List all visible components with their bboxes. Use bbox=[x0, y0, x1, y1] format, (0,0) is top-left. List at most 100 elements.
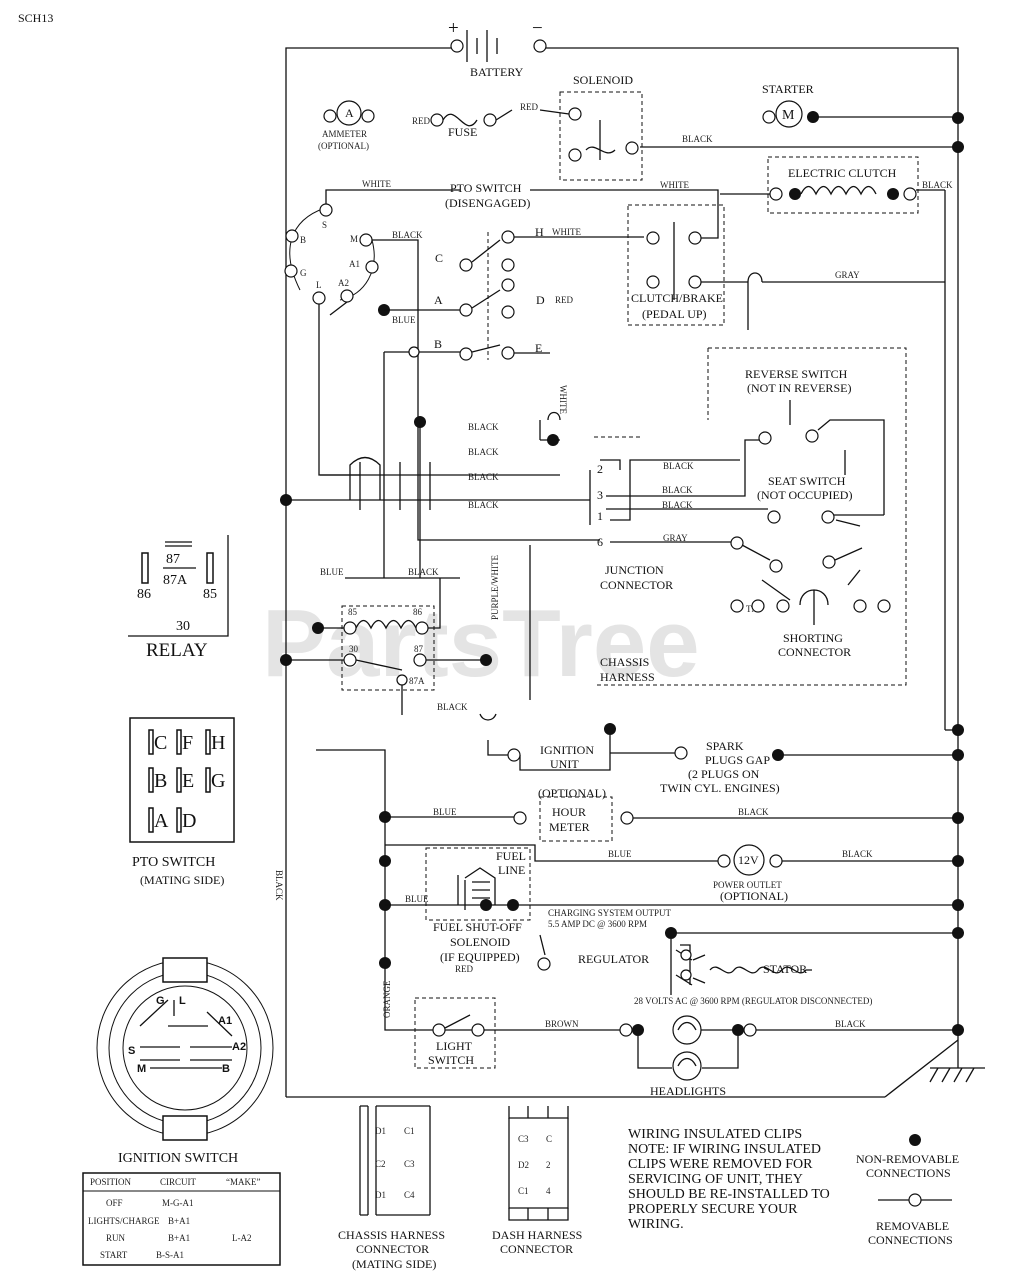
junction-wire-black-a: BLACK bbox=[662, 485, 693, 495]
fuel-wire-blue: BLUE bbox=[405, 894, 429, 904]
ignition-connector: B S M A1 G L A2 WHITE BLACK bbox=[284, 179, 600, 541]
chassis-conn-label: CHASSIS HARNESS bbox=[338, 1228, 445, 1242]
ignition-unit-label2: UNIT bbox=[550, 757, 579, 771]
pto-switch-state: (DISENGAGED) bbox=[445, 196, 530, 210]
main-wires bbox=[285, 47, 985, 1098]
fuse-wire-red: RED bbox=[412, 116, 431, 126]
ign-term-s: S bbox=[322, 220, 327, 230]
junction-wire-black-b: BLACK bbox=[662, 500, 693, 510]
note-line-5: SHOULD BE RE-INSTALLED TO bbox=[628, 1187, 830, 1202]
pto-wire-blue: BLUE bbox=[392, 315, 416, 325]
stator-spec: 28 VOLTS AC @ 3600 RPM (REGULATOR DISCON… bbox=[634, 996, 872, 1006]
legend-removable2: CONNECTIONS bbox=[868, 1233, 953, 1247]
junction-wire-black-c: BLACK bbox=[663, 461, 694, 471]
pto-mating-b: B bbox=[154, 770, 167, 792]
clutch-brake-state: (PEDAL UP) bbox=[642, 307, 707, 321]
pto-mating-sublabel: (MATING SIDE) bbox=[140, 873, 224, 887]
fuel-line-label: FUEL bbox=[496, 849, 526, 863]
chassis-conn-pin-6: C4 bbox=[404, 1190, 415, 1200]
ign-term-a2: A2 bbox=[338, 278, 349, 288]
outlet-sublabel: (OPTIONAL) bbox=[720, 889, 788, 903]
shorting-label2: CONNECTOR bbox=[778, 645, 851, 659]
spark-label2: PLUGS GAP bbox=[705, 753, 770, 767]
stator-label: STATOR bbox=[763, 962, 807, 976]
junction-pin-6: 6 bbox=[597, 535, 603, 549]
electric-clutch: ELECTRIC CLUTCH BLACK bbox=[720, 156, 953, 214]
junction-label2: CONNECTOR bbox=[600, 578, 673, 592]
lower-wire-orange: ORANGE bbox=[382, 980, 392, 1018]
ammeter: A AMMETER (OPTIONAL) bbox=[318, 100, 375, 151]
dash-conn-label: DASH HARNESS bbox=[492, 1228, 582, 1242]
page-code: SCH13 bbox=[18, 11, 53, 25]
dash-conn-pin-4: 2 bbox=[546, 1160, 551, 1170]
ign-wire-white: WHITE bbox=[362, 179, 391, 189]
ign-table-h-circuit: CIRCUIT bbox=[160, 1177, 197, 1187]
light-wire-brown: BROWN bbox=[545, 1019, 579, 1029]
ign-term-b: B bbox=[300, 235, 306, 245]
seat-switch-state: (NOT OCCUPIED) bbox=[757, 488, 852, 502]
ignition-unit-label: IGNITION bbox=[540, 743, 594, 757]
relay-circ-87: 87 bbox=[414, 644, 424, 654]
pto-term-e: E bbox=[535, 341, 542, 355]
wire-black-4: BLACK bbox=[468, 500, 499, 510]
wire-black-2: BLACK bbox=[468, 447, 499, 457]
solenoid: SOLENOID RED BLACK bbox=[520, 73, 713, 181]
dash-conn-pin-1: C3 bbox=[518, 1134, 529, 1144]
clutch-brake-wire-white: WHITE bbox=[660, 180, 689, 190]
lower-bus: ORANGE BLACK BLUE (OPTIONAL) HOUR METER … bbox=[274, 749, 958, 1098]
ign-table-r2c2: L-A2 bbox=[232, 1233, 252, 1243]
ammeter-sublabel: (OPTIONAL) bbox=[318, 141, 369, 151]
ign-term-l: L bbox=[316, 280, 322, 290]
ign-term-a1: A1 bbox=[349, 259, 360, 269]
junction-pin-1: 1 bbox=[597, 509, 603, 523]
dash-harness-connector: C3 C D2 2 C1 4 DASH HARNESS CONNECTOR bbox=[492, 1106, 582, 1256]
pto-mating-g: G bbox=[211, 770, 225, 792]
junction-pin-3: 3 bbox=[597, 488, 603, 502]
wire-black-lower: BLACK bbox=[408, 567, 439, 577]
relay-circ-30: 30 bbox=[349, 644, 359, 654]
wiring-note: WIRING INSULATED CLIPS NOTE: IF WIRING I… bbox=[628, 1127, 830, 1232]
ign-table-r0c1: M-G-A1 bbox=[162, 1198, 194, 1208]
ign-table-r2c1: B+A1 bbox=[168, 1233, 190, 1243]
chassis-conn-label3: (MATING SIDE) bbox=[352, 1257, 436, 1271]
wire-purple-white: PURPLE/WHITE bbox=[490, 555, 500, 620]
relay-pin-87a: 87A bbox=[163, 573, 188, 588]
relay-pin-87: 87 bbox=[166, 552, 180, 567]
shorting-label: SHORTING bbox=[783, 631, 843, 645]
clutch-brake-switch: WHITE GRAY CLUTCH/BRAKE (PEDAL UP) bbox=[530, 180, 945, 330]
legend-non-removable: NON-REMOVABLE bbox=[856, 1152, 959, 1166]
ammeter-symbol: A bbox=[345, 106, 354, 120]
left-wire-black: BLACK bbox=[274, 870, 284, 901]
fuel-solenoid-label: FUEL SHUT-OFF bbox=[433, 920, 522, 934]
wire-white-vert: WHITE bbox=[558, 385, 568, 414]
dash-conn-pin-2: C bbox=[546, 1134, 552, 1144]
wire-black-3: BLACK bbox=[468, 472, 499, 482]
clutch-brake-wire-gray: GRAY bbox=[835, 270, 860, 280]
spark-label3: (2 PLUGS ON bbox=[688, 767, 760, 781]
right-bus-connections bbox=[677, 112, 964, 1036]
fuse-label: FUSE bbox=[448, 125, 477, 139]
ignition-switch-face: G L A1 S A2 M B IGNITION SWITCH bbox=[96, 957, 274, 1166]
chassis-conn-pin-5: D1 bbox=[375, 1190, 386, 1200]
ign-face-m: M bbox=[137, 1063, 146, 1075]
pto-mating-c: C bbox=[154, 732, 167, 754]
chassis-conn-pin-1: D1 bbox=[375, 1126, 386, 1136]
fuel-line-label2: LINE bbox=[498, 863, 525, 877]
legend-removable: REMOVABLE bbox=[876, 1219, 949, 1233]
clutch-brake-label: CLUTCH/BRAKE bbox=[631, 291, 723, 305]
spark-label4: TWIN CYL. ENGINES) bbox=[660, 781, 780, 795]
ign-table-r0c0: OFF bbox=[106, 1198, 123, 1208]
legend-non-removable2: CONNECTIONS bbox=[866, 1166, 951, 1180]
pto-wire-red: RED bbox=[555, 295, 574, 305]
relay-circ-86: 86 bbox=[413, 607, 423, 617]
note-line-6: PROPERLY SECURE YOUR bbox=[628, 1202, 798, 1217]
note-line-4: SERVICING OF UNIT, THEY bbox=[628, 1172, 803, 1187]
chassis-harness: CHASSIS HARNESS REVERSE SWITCH (NOT IN R… bbox=[594, 347, 907, 686]
starter-label: STARTER bbox=[762, 82, 814, 96]
fuel-solenoid-label2: SOLENOID bbox=[450, 935, 510, 949]
ign-table-r1c0: LIGHTS/CHARGE bbox=[88, 1216, 160, 1226]
ign-table-r3c1: B-S-A1 bbox=[156, 1250, 184, 1260]
ign-face-g: G bbox=[156, 995, 165, 1007]
